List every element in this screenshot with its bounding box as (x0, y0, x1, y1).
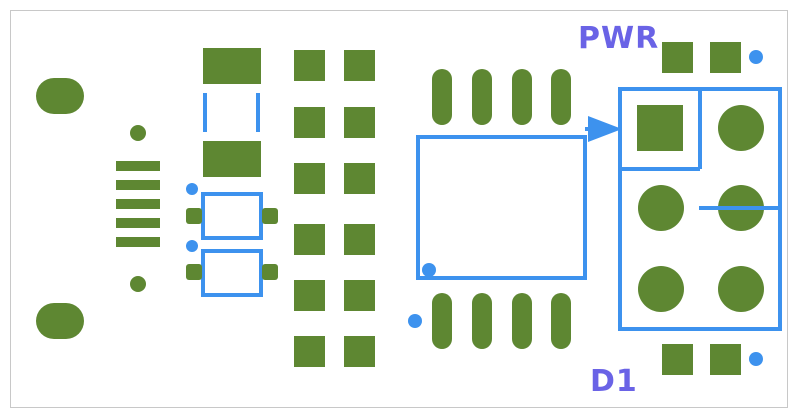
small-component-2-pin1-dot (186, 240, 198, 252)
resistor-pad (294, 163, 325, 194)
resistor-pad (294, 336, 325, 367)
resistor-pad (294, 224, 325, 255)
ic-pin1-marker (422, 263, 436, 277)
usb-connector (36, 78, 160, 339)
d1-led-pad-1 (662, 344, 693, 375)
capacitor-footprint (203, 48, 261, 177)
resistor-pad (344, 163, 375, 194)
ic-pin-bottom-3 (512, 293, 532, 349)
small-component-2-pad-left (186, 264, 202, 280)
resistor-array (294, 50, 375, 367)
usb-mount-pad-bottom (36, 303, 84, 339)
header-pin-2 (718, 105, 764, 151)
ic-pin-top-4 (551, 69, 571, 125)
pin-header (618, 87, 782, 331)
small-component-1-pad-left (186, 208, 202, 224)
usb-pin-3 (116, 199, 160, 209)
d1-label: D1 (590, 364, 638, 399)
d1-led-footprint (662, 344, 763, 375)
board-outline (10, 10, 788, 408)
resistor-pad (344, 224, 375, 255)
usb-mount-pad-top (36, 78, 84, 114)
ic-pin-top-1 (432, 69, 452, 125)
pwr-led-pad-2 (710, 42, 741, 73)
resistor-pad (344, 280, 375, 311)
ic-pin-bottom-2 (472, 293, 492, 349)
resistor-pad (344, 336, 375, 367)
small-component-2-outline (201, 249, 263, 297)
usb-pin-1 (116, 161, 160, 171)
resistor-pad (294, 107, 325, 138)
ic-pin-top-3 (512, 69, 532, 125)
resistor-pad (344, 50, 375, 81)
capacitor-pad-bottom (203, 141, 261, 177)
capacitor-pad-top (203, 48, 261, 84)
usb-locating-hole-top (130, 125, 146, 141)
small-component-1 (186, 183, 278, 240)
ic-body-outline (416, 135, 587, 280)
pwr-led-polarity-dot (749, 50, 763, 64)
usb-pin-4 (116, 218, 160, 228)
header-pin-6 (718, 266, 764, 312)
ic-pin-bottom-1 (432, 293, 452, 349)
ic-pin-top-2 (472, 69, 492, 125)
resistor-pad (344, 107, 375, 138)
resistor-pad (294, 280, 325, 311)
small-component-2 (186, 240, 278, 297)
header-pin-1-square (637, 105, 683, 151)
usb-pin-2 (116, 180, 160, 190)
d1-led-polarity-dot (749, 352, 763, 366)
d1-led-pad-2 (710, 344, 741, 375)
direction-arrow (585, 116, 622, 142)
ic-orientation-dot (408, 314, 422, 328)
usb-locating-hole-bottom (130, 276, 146, 292)
pwr-led-footprint (662, 42, 763, 73)
usb-pin-5 (116, 237, 160, 247)
ic-pin-bottom-4 (551, 293, 571, 349)
small-component-1-outline (201, 192, 263, 240)
ic-footprint (408, 69, 587, 349)
header-pin-3 (638, 185, 684, 231)
small-component-1-pad-right (262, 208, 278, 224)
pwr-led-pad-1 (662, 42, 693, 73)
small-component-1-pin1-dot (186, 183, 198, 195)
resistor-pad (294, 50, 325, 81)
pwr-label: PWR (578, 21, 660, 56)
small-component-2-pad-right (262, 264, 278, 280)
header-pin-5 (638, 266, 684, 312)
arrow-head-icon (588, 116, 622, 142)
